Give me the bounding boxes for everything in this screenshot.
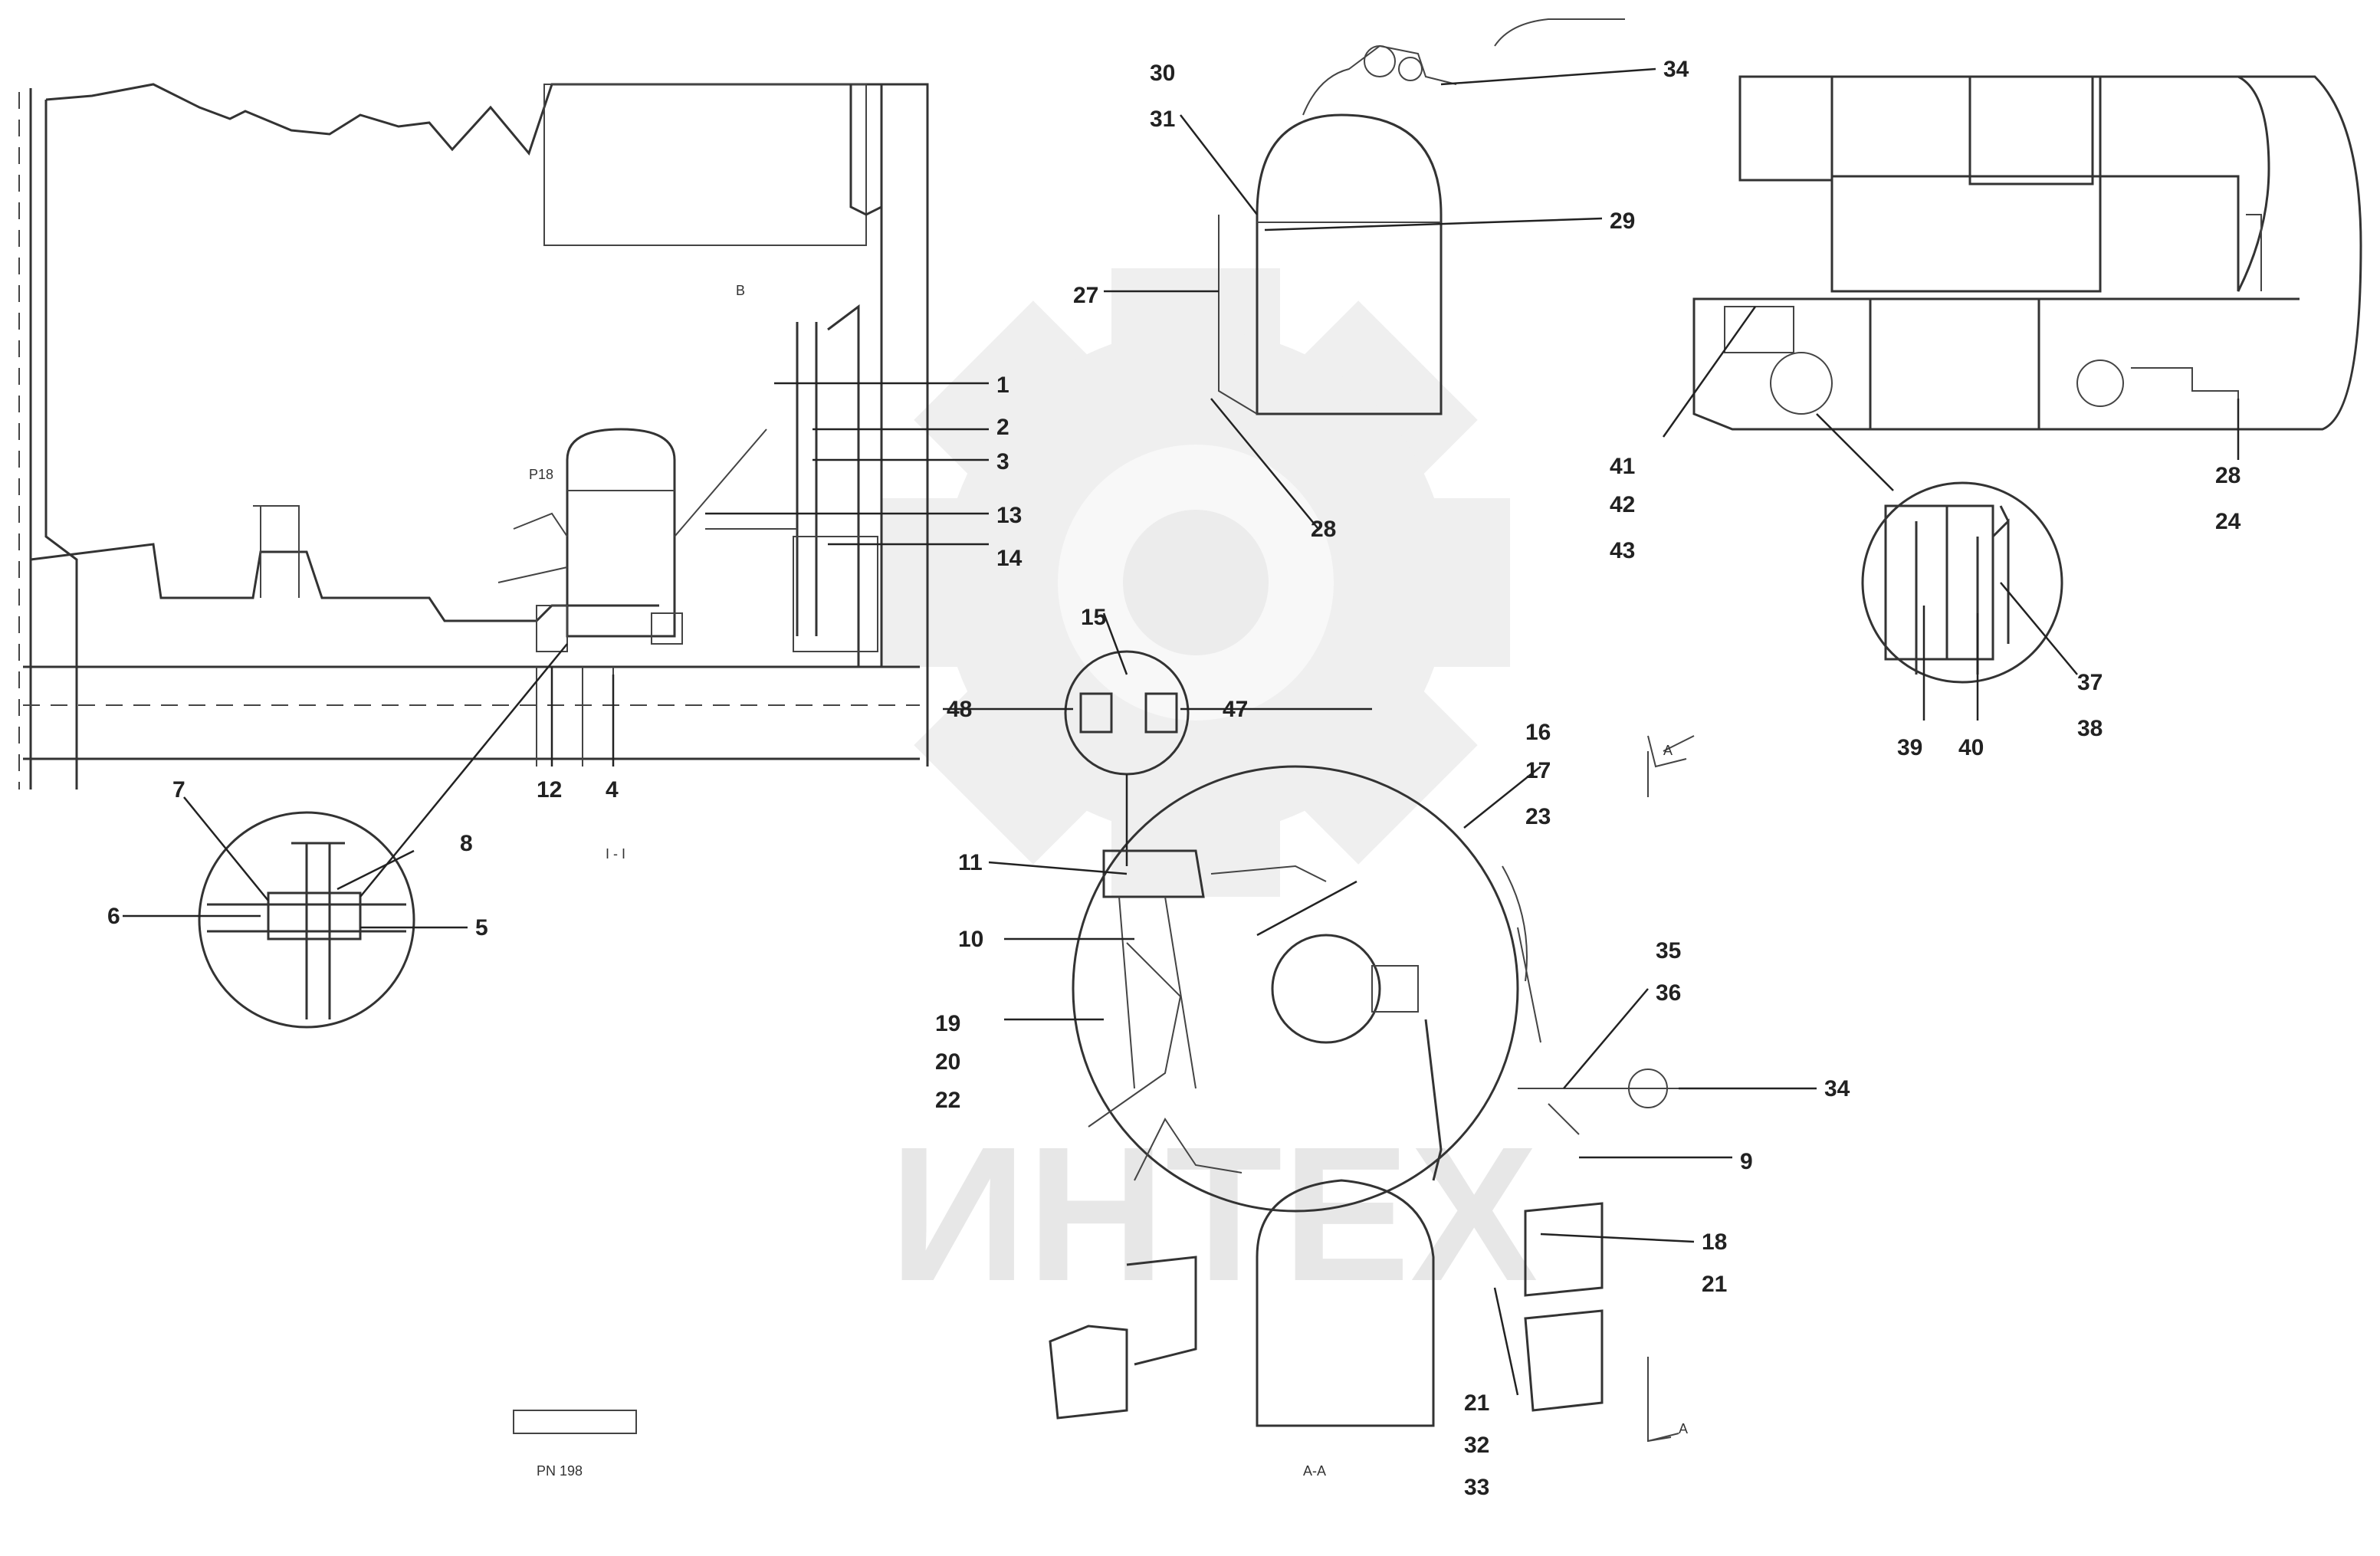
callout-14: 14 bbox=[996, 546, 1023, 571]
section-marker-bottom: A bbox=[1679, 1421, 1688, 1436]
footer: PN 198 A-A bbox=[513, 1410, 1326, 1479]
callout-11: 11 bbox=[958, 850, 983, 875]
watermark-text: ИНТЕХ bbox=[889, 1107, 1538, 1321]
callout-7: 7 bbox=[172, 777, 185, 803]
callout-17: 17 bbox=[1525, 758, 1551, 783]
callout-10: 10 bbox=[958, 927, 983, 952]
callout-8: 8 bbox=[460, 831, 473, 856]
callout-12: 12 bbox=[537, 777, 562, 803]
callout-6: 6 bbox=[107, 904, 120, 929]
callout-13: 13 bbox=[996, 503, 1022, 528]
callout-43: 43 bbox=[1610, 538, 1635, 563]
callout-23: 23 bbox=[1525, 804, 1551, 829]
callout-48: 48 bbox=[947, 697, 972, 722]
callout-16: 16 bbox=[1525, 720, 1551, 745]
callout-36: 36 bbox=[1656, 980, 1681, 1006]
callout-28: 28 bbox=[1311, 517, 1336, 542]
callout-21b: 21 bbox=[1464, 1390, 1489, 1416]
side-view: P18 B I - I bbox=[18, 83, 989, 862]
callout-18: 18 bbox=[1702, 1229, 1727, 1255]
callout-24: 24 bbox=[2215, 509, 2241, 534]
footer-center-code: A-A bbox=[1303, 1463, 1326, 1479]
callout-4: 4 bbox=[606, 777, 619, 803]
callout-39: 39 bbox=[1897, 735, 1922, 760]
callout-37: 37 bbox=[2077, 670, 2103, 695]
svg-text:I - I: I - I bbox=[606, 846, 625, 862]
detail-circle-left bbox=[123, 643, 568, 1029]
callout-15: 15 bbox=[1081, 605, 1106, 630]
callout-34: 34 bbox=[1663, 57, 1689, 82]
callout-31: 31 bbox=[1150, 107, 1175, 132]
callout-47: 47 bbox=[1223, 697, 1248, 722]
rear-view bbox=[1662, 75, 2362, 491]
callout-42: 42 bbox=[1610, 492, 1635, 517]
callout-41: 41 bbox=[1610, 454, 1635, 479]
callout-21: 21 bbox=[1702, 1272, 1727, 1297]
callout-9: 9 bbox=[1740, 1149, 1753, 1174]
section-markers: A A bbox=[1647, 735, 1688, 1443]
callout-38: 38 bbox=[2077, 716, 2103, 741]
callout-20: 20 bbox=[935, 1049, 960, 1075]
detail-circle-right bbox=[1861, 481, 2078, 721]
callout-33: 33 bbox=[1464, 1475, 1489, 1500]
callout-35: 35 bbox=[1656, 938, 1681, 963]
section-marker-top: A bbox=[1663, 743, 1673, 758]
svg-text:P18: P18 bbox=[529, 467, 553, 482]
callout-30: 30 bbox=[1150, 61, 1175, 86]
callout-32: 32 bbox=[1464, 1433, 1489, 1458]
callout-34b: 34 bbox=[1824, 1076, 1850, 1101]
callout-19: 19 bbox=[935, 1011, 960, 1036]
callout-3: 3 bbox=[996, 449, 1009, 474]
svg-text:B: B bbox=[736, 283, 745, 298]
callout-40: 40 bbox=[1958, 735, 1984, 760]
callout-2: 2 bbox=[996, 415, 1009, 440]
callout-labels: 1 2 3 13 14 12 4 7 8 6 5 30 31 34 29 27 … bbox=[107, 57, 2241, 1500]
footer-left-code: PN 198 bbox=[537, 1463, 583, 1479]
callout-29: 29 bbox=[1610, 208, 1635, 234]
callout-22: 22 bbox=[935, 1088, 960, 1113]
callout-1: 1 bbox=[996, 373, 1009, 398]
callout-5: 5 bbox=[475, 915, 488, 940]
callout-28b: 28 bbox=[2215, 463, 2240, 488]
top-filter-view bbox=[1104, 18, 1656, 530]
callout-27: 27 bbox=[1073, 283, 1098, 308]
